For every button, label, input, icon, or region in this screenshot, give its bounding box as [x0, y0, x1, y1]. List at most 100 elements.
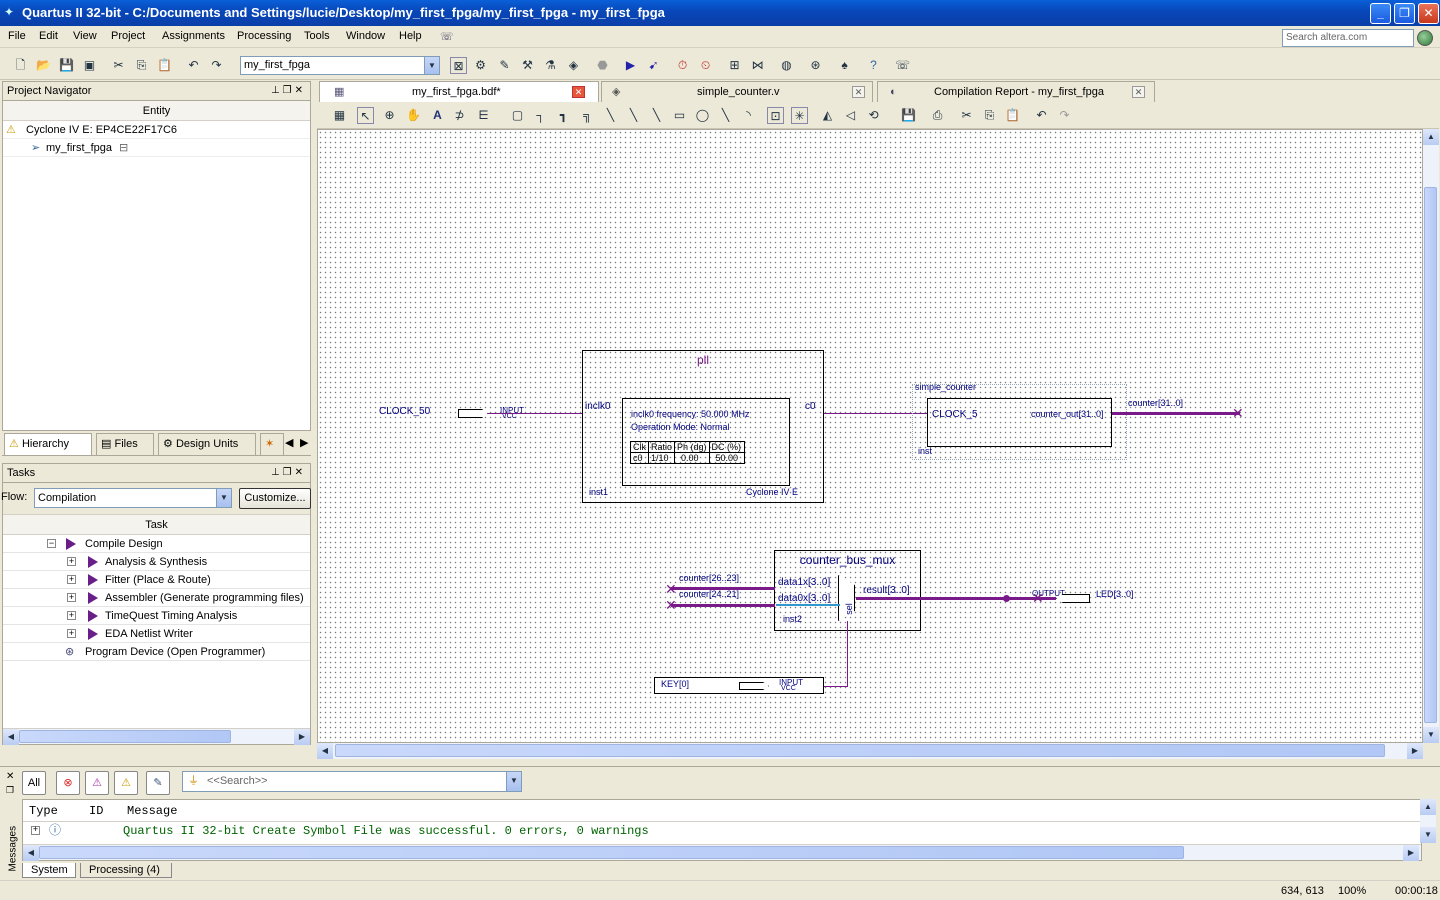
- tab-scroll-left-icon[interactable]: ◀: [285, 437, 294, 449]
- save-icon[interactable]: 💾: [59, 58, 74, 72]
- start-compilation-icon[interactable]: ▶: [625, 58, 636, 72]
- new-file-icon[interactable]: 🗋: [15, 58, 26, 72]
- project-selector[interactable]: my_first_fpga ▼: [240, 56, 440, 75]
- diagonal-bus-icon[interactable]: ╲: [629, 108, 638, 122]
- rtl-viewer-icon[interactable]: ⊞: [729, 58, 740, 72]
- analysis-synthesis-icon[interactable]: ➹: [648, 58, 659, 72]
- scroll-down-icon[interactable]: ▼: [1423, 727, 1439, 743]
- settings-icon[interactable]: ⚒: [522, 58, 533, 72]
- entity-column-header[interactable]: Entity: [3, 101, 310, 121]
- paste-icon[interactable]: 📋: [157, 58, 172, 72]
- panel-controls-icon[interactable]: ⊥❐✕: [270, 467, 306, 478]
- context-help-icon[interactable]: ☏: [440, 31, 454, 43]
- expand-icon[interactable]: +: [67, 556, 76, 566]
- paste-icon[interactable]: 📋: [1005, 108, 1020, 122]
- top-entity-row[interactable]: ➢ my_first_fpga ⊟: [3, 139, 310, 157]
- clock-input-pin[interactable]: [458, 409, 488, 418]
- undo-icon[interactable]: ↶: [188, 58, 199, 72]
- pin-planner-icon[interactable]: ⚙: [475, 58, 486, 72]
- tab-bdf[interactable]: ▦ my_first_fpga.bdf* ✕: [319, 81, 599, 102]
- expand-icon[interactable]: +: [31, 825, 40, 835]
- canvas-vertical-scrollbar[interactable]: ▲ ▼: [1423, 129, 1439, 743]
- close-icon[interactable]: ✕: [6, 771, 15, 782]
- filter-all-button[interactable]: All: [22, 771, 46, 795]
- programmer-icon[interactable]: ⊛: [65, 646, 75, 658]
- task-timequest[interactable]: + TimeQuest Timing Analysis: [3, 607, 310, 625]
- task-program-device[interactable]: ⊛ Program Device (Open Programmer): [3, 643, 310, 661]
- minimize-button[interactable]: _: [1370, 3, 1391, 24]
- save-icon[interactable]: 💾: [901, 108, 916, 122]
- menu-assignments[interactable]: Assignments: [162, 30, 225, 42]
- canvas-horizontal-scrollbar[interactable]: ◀ ▶: [317, 743, 1423, 759]
- chevron-down-icon[interactable]: ▼: [216, 489, 231, 507]
- schematic-canvas[interactable]: CLOCK_50 INPUT VCC pll inclk0 c0 inclk0 …: [317, 129, 1423, 743]
- timing-wizard-icon[interactable]: ✎: [499, 58, 510, 72]
- scroll-thumb[interactable]: [335, 744, 1385, 757]
- pll-to-counter-wire[interactable]: [824, 413, 927, 414]
- zoom-tool-icon[interactable]: ⊕: [384, 108, 395, 122]
- rubberbanding-icon[interactable]: ⊡: [767, 107, 784, 124]
- tab-design-units[interactable]: ⚙ Design Units: [158, 433, 256, 455]
- message-row[interactable]: + ⓘ Quartus II 32-bit Create Symbol File…: [23, 822, 1421, 840]
- scroll-right-icon[interactable]: ▶: [1403, 845, 1419, 861]
- task-assembler[interactable]: + Assembler (Generate programming files): [3, 589, 310, 607]
- messages-horizontal-scrollbar[interactable]: ◀ ▶: [23, 844, 1421, 861]
- mux-block[interactable]: counter_bus_mux data1x[3..0] data0x[3..0…: [774, 550, 921, 631]
- stop-icon[interactable]: ⬣: [597, 58, 608, 72]
- flow-select[interactable]: Compilation ▼: [34, 488, 232, 508]
- data0-bus[interactable]: [671, 604, 775, 607]
- symbol-tool-icon[interactable]: ⊅: [454, 108, 465, 122]
- hand-tool-icon[interactable]: ✋: [406, 108, 421, 122]
- restore-button[interactable]: ❐: [1394, 3, 1415, 24]
- signaltap-icon[interactable]: ♠: [841, 58, 848, 72]
- message-search-input[interactable]: ⏚ <<Search>> ▼: [182, 771, 522, 792]
- search-input[interactable]: Search altera.com: [1282, 29, 1414, 47]
- design-partition-icon[interactable]: ◈: [568, 58, 579, 72]
- scroll-right-icon[interactable]: ▶: [294, 729, 310, 745]
- key-input-pin[interactable]: KEY[0] INPUT VCC: [654, 677, 824, 694]
- close-tab-icon[interactable]: ✕: [572, 86, 585, 98]
- col-id[interactable]: ID: [89, 804, 104, 818]
- flip-vertical-icon[interactable]: ◁: [845, 108, 856, 122]
- print-icon[interactable]: ⎙: [932, 108, 943, 122]
- selection-tool-icon[interactable]: ↖: [357, 107, 374, 124]
- tab-ip-components[interactable]: ✶: [260, 433, 284, 455]
- diagonal-node-icon[interactable]: ╲: [606, 108, 615, 122]
- programmer-icon[interactable]: ⊛: [810, 58, 821, 72]
- rotate-icon[interactable]: ⟲: [868, 108, 879, 122]
- chip-planner-icon[interactable]: ⊠: [450, 57, 467, 74]
- filter-critical-warning-icon[interactable]: ⚠: [85, 771, 109, 795]
- copy-icon[interactable]: ⎘: [984, 108, 995, 122]
- play-icon[interactable]: [88, 610, 98, 622]
- pin-tool-icon[interactable]: ⋿: [478, 108, 489, 122]
- chip-editor-icon[interactable]: ◍: [781, 58, 792, 72]
- scroll-left-icon[interactable]: ◀: [317, 743, 333, 759]
- led-output-pin[interactable]: [1056, 594, 1090, 603]
- text-tool-icon[interactable]: A: [433, 108, 442, 122]
- counter-bus[interactable]: [1112, 412, 1240, 415]
- result-bus[interactable]: [856, 597, 1056, 600]
- oval-tool-icon[interactable]: ◯: [695, 108, 710, 122]
- col-message[interactable]: Message: [127, 804, 178, 818]
- menu-tools[interactable]: Tools: [304, 30, 330, 42]
- undo-icon[interactable]: ↶: [1036, 108, 1047, 122]
- play-icon[interactable]: [66, 538, 76, 550]
- tab-hierarchy[interactable]: ⚠ Hierarchy: [4, 433, 92, 455]
- tab-verilog[interactable]: ◈ simple_counter.v ✕: [601, 81, 873, 102]
- detach-window-icon[interactable]: ▦: [333, 108, 346, 122]
- cut-icon[interactable]: ✂: [961, 108, 972, 122]
- redo-icon[interactable]: ↷: [211, 58, 222, 72]
- menu-project[interactable]: Project: [111, 30, 146, 42]
- scroll-thumb[interactable]: [1424, 187, 1437, 723]
- task-compile-design[interactable]: − Compile Design: [3, 535, 310, 553]
- panel-controls-icon[interactable]: ⊥❐✕: [270, 85, 306, 96]
- close-tab-icon[interactable]: ✕: [852, 86, 865, 98]
- float-icon[interactable]: ❐: [6, 785, 15, 795]
- filter-warning-icon[interactable]: ⚠: [114, 771, 138, 795]
- expand-icon[interactable]: +: [67, 592, 76, 602]
- expand-icon[interactable]: +: [67, 610, 76, 620]
- chevron-down-icon[interactable]: ▼: [506, 772, 521, 791]
- messages-vertical-scrollbar[interactable]: ▲ ▼: [1420, 799, 1436, 843]
- tab-system[interactable]: System: [22, 863, 76, 878]
- device-row[interactable]: ⚠ Cyclone IV E: EP4CE22F17C6: [3, 121, 310, 139]
